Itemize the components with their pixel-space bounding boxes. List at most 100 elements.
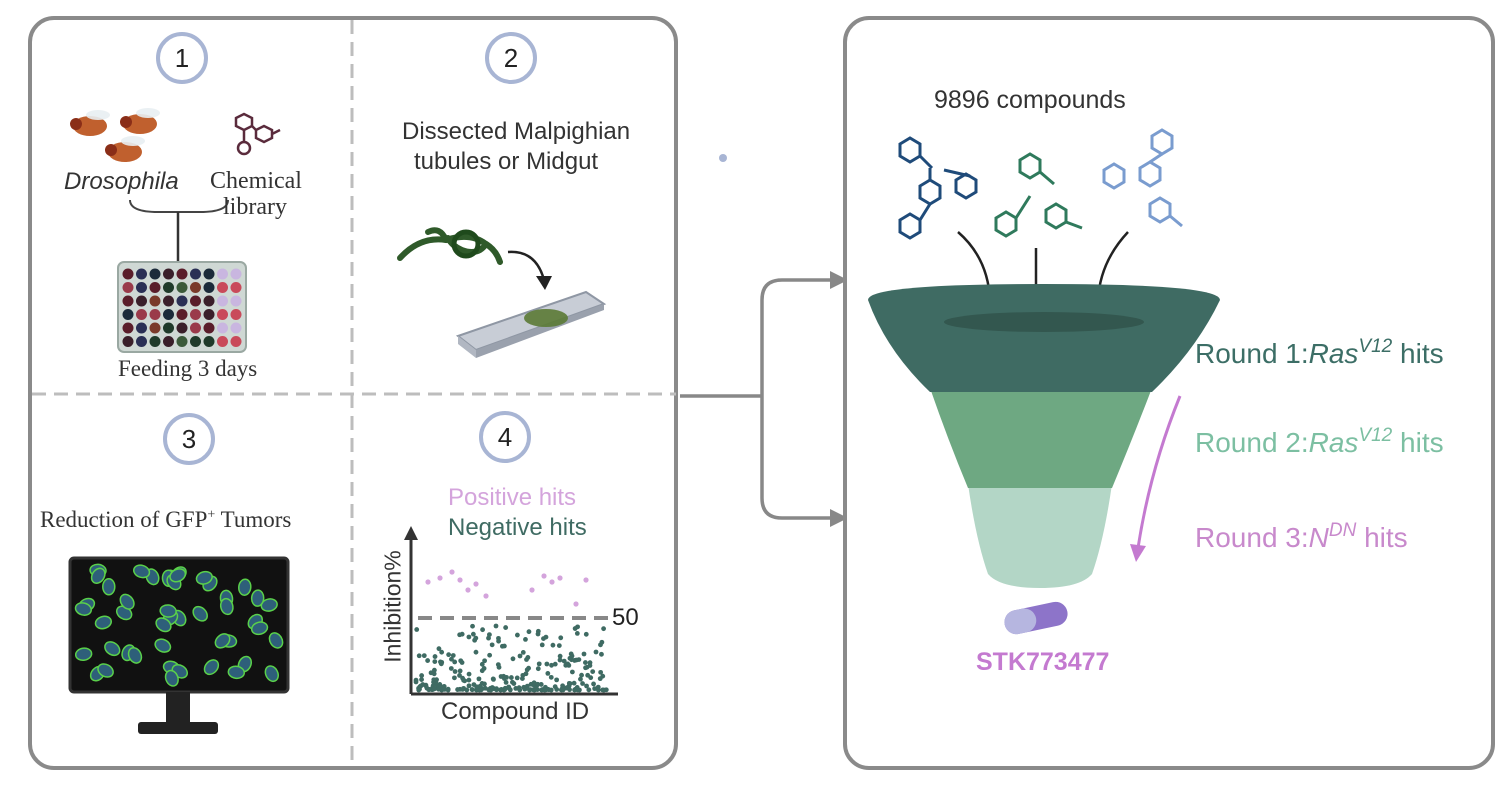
step-number-2: 2 xyxy=(485,32,537,84)
well xyxy=(230,309,242,320)
negative-dot xyxy=(539,642,545,648)
well xyxy=(136,322,147,334)
negative-dot xyxy=(527,687,532,693)
round-3-suffix: hits xyxy=(1356,522,1408,553)
negative-dot xyxy=(517,687,523,693)
well xyxy=(176,322,188,334)
negative-dot xyxy=(552,661,558,667)
negative-dot xyxy=(583,665,588,671)
fly-icon xyxy=(105,136,145,162)
negative-dot xyxy=(578,676,583,682)
negative-dot xyxy=(482,658,488,664)
negative-dot xyxy=(511,681,517,686)
negative-dot xyxy=(581,651,587,657)
negative-dot xyxy=(573,657,579,663)
well xyxy=(149,336,161,347)
negative-dot xyxy=(556,643,562,649)
negative-dot xyxy=(572,626,578,631)
negative-dot xyxy=(522,686,528,692)
negative-dot xyxy=(440,684,446,690)
negative-dot xyxy=(590,669,596,674)
negative-dot xyxy=(567,687,572,693)
negative-dot xyxy=(526,629,532,635)
negative-dot xyxy=(543,634,549,640)
negative-dot xyxy=(476,676,482,682)
cell xyxy=(164,669,179,687)
cell xyxy=(97,663,114,678)
negative-dot xyxy=(558,635,564,641)
well xyxy=(217,336,228,347)
well xyxy=(163,295,174,307)
negative-dot xyxy=(452,675,457,681)
negative-dot xyxy=(473,635,479,641)
negative-dot xyxy=(569,653,575,659)
negative-dot xyxy=(569,669,575,675)
feeding-label: Feeding 3 days xyxy=(118,356,258,381)
negative-dot xyxy=(466,671,472,677)
well xyxy=(163,336,174,347)
cell xyxy=(214,633,231,649)
well xyxy=(230,336,242,347)
result-compound: STK773477 xyxy=(976,648,1110,676)
well xyxy=(176,268,188,280)
well xyxy=(230,282,242,293)
cell xyxy=(268,632,284,649)
cell xyxy=(133,564,151,579)
positive-dot xyxy=(529,587,535,593)
negative-dot xyxy=(470,623,475,629)
negative-dot xyxy=(457,673,462,678)
funnel-bottom xyxy=(968,484,1112,588)
negative-dot xyxy=(446,652,452,658)
negative-dot xyxy=(510,656,516,662)
negative-dot xyxy=(535,631,541,637)
negative-dot xyxy=(599,651,604,657)
negative-dot xyxy=(520,650,526,655)
well xyxy=(122,268,134,280)
round-2-prefix: Round 2: xyxy=(1195,427,1309,458)
reduction-label-suffix: Tumors xyxy=(215,507,292,532)
cell xyxy=(238,578,252,596)
negative-dot xyxy=(554,687,560,692)
cell xyxy=(250,621,269,636)
round-1-sup: V12 xyxy=(1358,336,1393,357)
negative-dot xyxy=(503,625,509,630)
negative-dot xyxy=(503,679,509,685)
monitor-stand xyxy=(166,692,190,724)
negative-dot xyxy=(466,634,472,640)
round-3-gene: N xyxy=(1308,522,1329,553)
negative-dot xyxy=(579,672,584,678)
negative-dot xyxy=(466,677,472,683)
negative-dot xyxy=(574,630,580,636)
well xyxy=(190,268,201,280)
positive-dot xyxy=(573,601,579,607)
molecule-icon xyxy=(1102,128,1183,228)
negative-dot xyxy=(457,632,463,638)
well xyxy=(176,309,188,320)
negative-dot xyxy=(574,684,580,690)
negative-dot xyxy=(438,661,444,667)
well xyxy=(136,268,147,280)
round-2-sup: V12 xyxy=(1358,425,1393,446)
negative-dot xyxy=(587,660,593,666)
negative-dot xyxy=(431,677,437,683)
step-number-3: 3 xyxy=(163,413,215,465)
monitor-base xyxy=(138,722,218,734)
fly-icon xyxy=(120,108,160,134)
cell xyxy=(127,646,143,664)
negative-dot xyxy=(557,657,563,663)
negative-dot xyxy=(486,635,491,641)
negative-dot xyxy=(550,642,556,648)
round-1-prefix: Round 1: xyxy=(1195,338,1309,369)
positive-dot xyxy=(457,577,463,583)
well xyxy=(203,282,215,293)
cell xyxy=(94,615,112,630)
negative-dot xyxy=(428,670,434,676)
round-3-prefix: Round 3: xyxy=(1195,522,1309,553)
negative-dot xyxy=(599,639,605,645)
well xyxy=(149,295,161,307)
negative-dot xyxy=(560,683,566,689)
negative-dot xyxy=(464,687,470,693)
negative-dot xyxy=(533,685,538,691)
negative-dot xyxy=(491,676,496,682)
reduction-label-sup: + xyxy=(207,507,216,523)
